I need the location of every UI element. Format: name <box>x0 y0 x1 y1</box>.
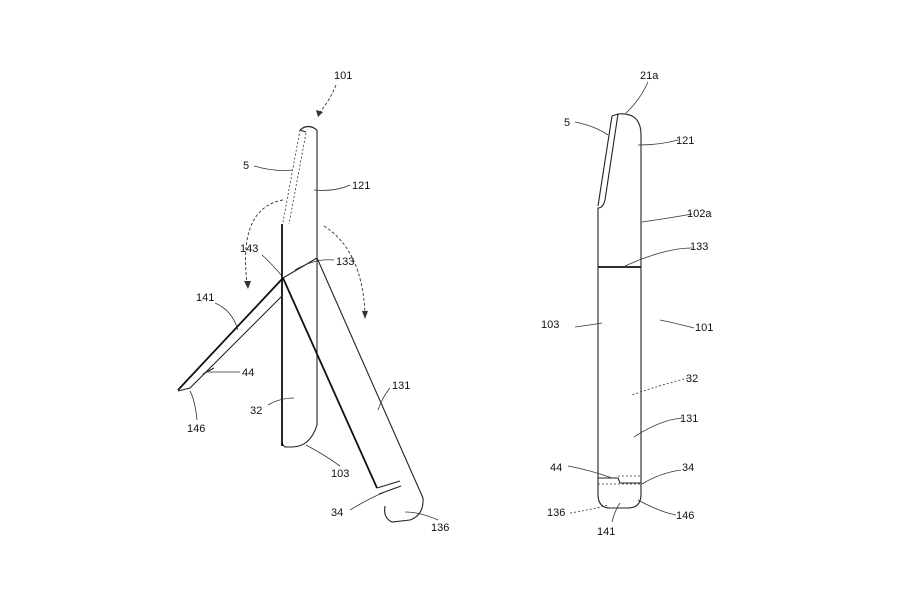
strip-5 <box>597 113 619 207</box>
fold-line-133 <box>282 257 318 279</box>
label-44: 44 <box>242 367 254 379</box>
figure-left-unfolded: 101 5 121 143 133 141 44 146 32 131 103 … <box>177 70 449 534</box>
label-143: 143 <box>240 243 258 255</box>
label-121: 121 <box>352 180 370 192</box>
label-131: 131 <box>392 380 410 392</box>
label-21a: 21a <box>640 70 659 82</box>
panel-131-left-edge <box>282 277 378 489</box>
panel-141-edge <box>177 277 284 391</box>
label-141: 141 <box>597 526 615 538</box>
label-34: 34 <box>682 462 694 474</box>
label-103: 103 <box>331 468 349 480</box>
label-121: 121 <box>676 135 694 147</box>
label-34: 34 <box>331 507 343 519</box>
label-5: 5 <box>564 117 570 129</box>
label-133: 133 <box>690 241 708 253</box>
arrow-head-icon <box>244 281 251 289</box>
label-146: 146 <box>187 423 205 435</box>
label-136: 136 <box>547 507 565 519</box>
label-103: 103 <box>541 319 559 331</box>
rotation-arrow-right <box>323 225 366 314</box>
rotation-arrow-left <box>245 199 284 284</box>
arrow-head-icon <box>316 110 323 117</box>
label-136: 136 <box>431 522 449 534</box>
strip-5-dashed <box>282 129 301 223</box>
arrow-head-icon <box>362 311 368 319</box>
label-5: 5 <box>243 160 249 172</box>
label-101: 101 <box>334 70 352 82</box>
detail-44 <box>202 367 215 375</box>
label-102a: 102a <box>687 208 712 220</box>
label-101: 101 <box>695 322 713 334</box>
figure-right-folded: 21a 5 121 102a 133 103 101 32 131 44 34 … <box>541 70 713 538</box>
label-32: 32 <box>686 373 698 385</box>
notch-34 <box>376 480 402 495</box>
device-body <box>597 113 642 509</box>
ref-arrow-101 <box>319 84 337 113</box>
label-133: 133 <box>336 256 354 268</box>
panel-131 <box>316 257 424 523</box>
label-131: 131 <box>680 413 698 425</box>
label-44: 44 <box>550 462 562 474</box>
label-141: 141 <box>196 292 214 304</box>
label-32: 32 <box>250 405 262 417</box>
detail-44-34 <box>598 477 641 484</box>
label-146: 146 <box>676 510 694 522</box>
panel-141 <box>177 295 283 392</box>
